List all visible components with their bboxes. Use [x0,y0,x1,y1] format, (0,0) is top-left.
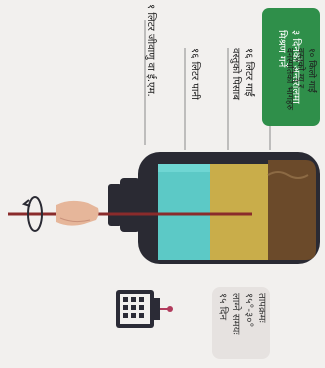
label-dung-line-2: वस्तुको ग्यू र [295,48,306,89]
dung-layer [268,160,316,260]
label-urine: १६ लिटर गाईं वस्तुको पिसाब [229,48,255,100]
em-layer [158,164,210,172]
label-urine-line-2: वस्तुको पिसाब [230,48,242,100]
label-em: १ लिटर जीवाणु वा ई.एम. [144,4,156,97]
label-em-line-1: १ लिटर जीवाणु वा ई.एम. [145,4,156,97]
rotation-arrow-icon [21,196,43,232]
label-dung-line-1: १० किलो गाईं [306,48,316,93]
label-urine-line-1: १६ लिटर गाईं [243,48,254,97]
urine-layer [210,164,268,260]
instruction-box: ३ दिनको अन्तरालमा मिश्रण गर्ने [262,8,320,126]
temp-value: १५°-३०° [243,293,254,328]
label-dung: १० किलो गाईं वस्तुको ग्यू र वनस्पतिको भा… [284,48,316,110]
temp-label: तापक्रमः [256,293,267,323]
stirring-hand-icon [56,200,99,226]
label-water-line-1: १६ लिटर पानी [189,48,200,100]
label-dung-line-3: वनस्पतिको भागहरु [284,48,295,111]
calendar-icon [116,290,173,328]
time-value: १५ दिन [217,293,228,321]
label-water: १६ लिटर पानी [188,48,200,100]
bottle-neck [108,178,140,232]
info-box: लाग्ने समयः १५ दिन तापक्रमः १५°-३०° [212,287,270,359]
time-label: लाग्ने समयः [230,293,241,335]
